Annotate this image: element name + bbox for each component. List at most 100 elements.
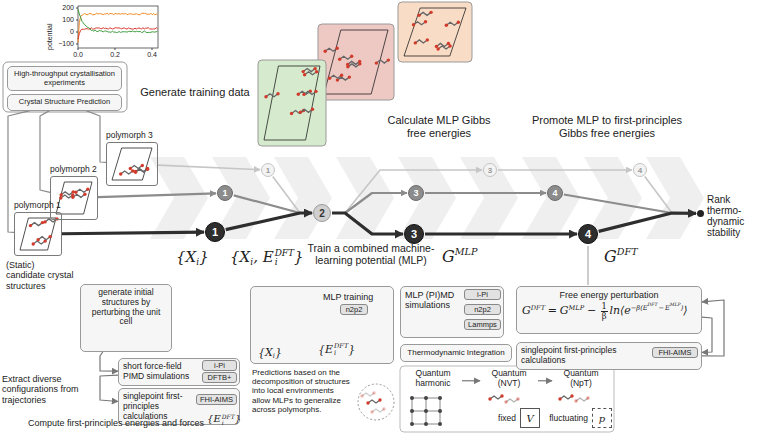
track-line [425,232,577,235]
track-line [425,192,546,194]
lattice-site [438,396,442,400]
node-label: Free energy perturbation [521,290,697,300]
step-circle: 3 [408,185,424,201]
software-tag: FHI-AIMS [196,394,237,405]
math-symbol: i [222,420,235,426]
track-line [599,213,696,231]
molecule-bond [305,72,317,75]
axis-title: potential [46,24,54,50]
node-label: High-throughput crystallisation experime… [12,70,117,87]
step-title: Promote MLP to first-principles Gibbs fr… [518,114,696,139]
stage-label: Quantum (NpT) [552,369,610,393]
oxygen-atom [516,397,519,400]
oxygen-atom [134,171,137,174]
step-circle: 2 [313,204,331,222]
source-frame [3,62,127,112]
chart-line [78,13,158,43]
crystal-panel [318,24,394,100]
node-label: fluctuating [549,413,588,423]
step-circle: 4 [547,185,563,201]
node-label: 2 [319,208,325,219]
tick-label: 100 [53,16,74,24]
step-circle: 3 [404,224,424,244]
molecule-bond [30,223,42,226]
unit-cell [404,8,466,56]
track-line [332,193,407,213]
node-label: 4 [585,228,591,240]
node-label: i-Pi [205,361,234,370]
oxygen-atom [146,168,149,171]
source-link [40,111,50,193]
oxygen-atom [457,21,460,24]
node-label: FHI-AIMS [655,348,695,357]
math-symbol: i [334,350,348,357]
crystal-panel [258,60,326,146]
math-symbol: ) [681,304,684,312]
node-label: 1 [212,226,218,238]
flow-arrow [100,375,118,401]
axis-tick [152,48,153,50]
software-tag: FHI-AIMS [652,347,698,358]
oxygen-atom [387,58,390,61]
oxygen-atom [378,398,381,401]
unit-cell [20,218,56,250]
oxygen-atom [414,41,417,44]
software-tag: n2p2 [340,304,368,315]
crystal-panel [50,176,98,220]
software-tag: n2p2 [464,304,501,315]
molecule-bond [376,60,388,63]
track-line [234,195,312,213]
process-box: short force-field PIMD simulationsi-PiDF… [118,358,240,386]
source-link [86,111,106,163]
math-symbol: G [560,304,569,317]
axis-tick [76,20,78,21]
node-label: MLP (PI)MD simulations [405,290,461,311]
unit-cell [112,148,152,180]
unit-cell [56,182,92,214]
fraction: 1β [601,302,608,320]
oxygen-atom [314,90,317,93]
tick-label: 0.2 [105,51,125,59]
index-stack: DFTi [275,249,294,267]
lattice-site [424,396,428,400]
math-symbol: − [659,304,665,312]
node-label: Lammps [467,320,498,329]
oxygen-atom [348,75,351,78]
oxygen-atom [314,67,317,70]
tick-label: −100 [53,40,74,48]
track-line [498,169,632,171]
track-line [645,176,696,213]
polymorph-box: polymorph 1 [14,212,62,256]
molecule-bond [576,398,588,401]
step-circle: 3 [483,163,497,177]
index-stack: DFTi [334,343,348,356]
math-symbol: − [587,304,596,317]
software-tag: i-Pi [464,289,501,300]
flow-chevron [274,157,332,239]
molecule-bond [506,399,518,402]
math-symbol: {X [176,248,196,266]
oxygen-atom [315,70,318,73]
math-symbol: MLP [670,302,681,307]
step-circle: 4 [633,163,647,177]
oxygen-atom [141,164,144,167]
flow-chevron [646,157,704,239]
math-expression: {EDFTi} [207,413,241,426]
process-box: MLP (PI)MD simulationsi-Pi n2p2Lammps [400,286,504,338]
oxygen-atom [500,394,503,397]
node-label: polymorph 3 [106,130,153,140]
molecule-bond [266,94,278,97]
cutoff-sphere [358,384,394,420]
oxygen-atom [375,61,378,64]
math-expression: {Xi, EDFTi} [230,248,304,268]
ensemble-box: fluctuatingp [544,406,612,430]
molecule-bond [415,40,427,43]
math-symbol: DFT [617,246,638,257]
node-label: Quantum (NpT) [552,369,610,389]
node-label: singlepoint first-principles calculation… [123,392,195,421]
oxygen-atom [424,20,427,23]
math-symbol: i [275,258,294,267]
oxygen-atom [146,167,149,170]
tick-label: 0.4 [142,51,162,59]
step-circle: 4 [578,224,598,244]
